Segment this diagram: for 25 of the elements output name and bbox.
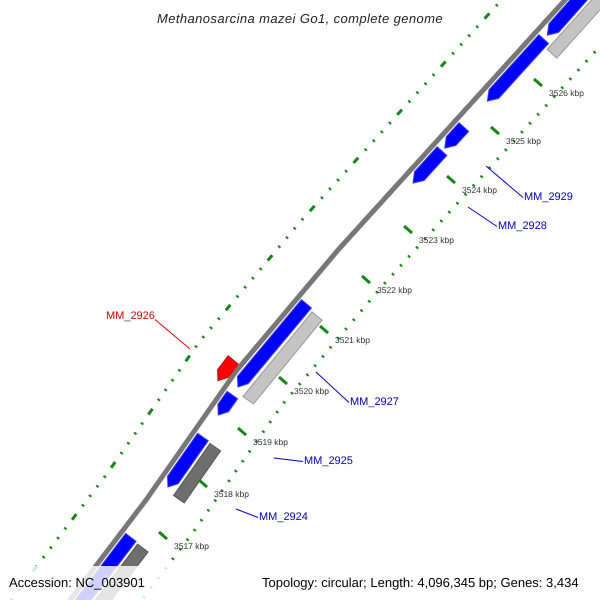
gene-label: MM_2927 — [350, 396, 399, 408]
scale-label: 3519 kbp — [253, 438, 288, 446]
leader-line — [468, 206, 498, 227]
gene-label: MM_2929 — [524, 192, 573, 202]
gene-label: MM_2928 — [498, 220, 547, 232]
leader-line — [274, 458, 304, 462]
gene-label: MM_2925 — [304, 456, 353, 466]
scale-label: 3518 kbp — [214, 490, 249, 498]
scale-label: 3517 kbp — [174, 542, 209, 550]
leader-line — [154, 319, 190, 350]
scale-label: 3522 kbp — [377, 286, 412, 294]
scale-label: 3524 kbp — [462, 186, 497, 194]
leader-line — [486, 166, 524, 198]
scale-label: 3525 kbp — [506, 136, 541, 145]
scale-label: 3521 kbp — [335, 336, 370, 344]
scale-label: 3526 kbp — [549, 88, 584, 97]
leader-line — [316, 372, 350, 403]
scale-label: 3520 kbp — [294, 386, 329, 395]
gene-label: MM_2924 — [259, 512, 308, 522]
footer-text: Accession: NC_003901 — [9, 576, 145, 588]
footer-text: Topology: circular; Length: 4,096,345 bp; Genes: 3,434 — [262, 576, 579, 588]
title: Methanosarcina mazei Go1, complete genome — [156, 12, 444, 24]
leader-line — [236, 508, 258, 518]
scale-label: 3523 kbp — [419, 236, 454, 244]
gene-label: MM_2926 — [106, 310, 155, 322]
